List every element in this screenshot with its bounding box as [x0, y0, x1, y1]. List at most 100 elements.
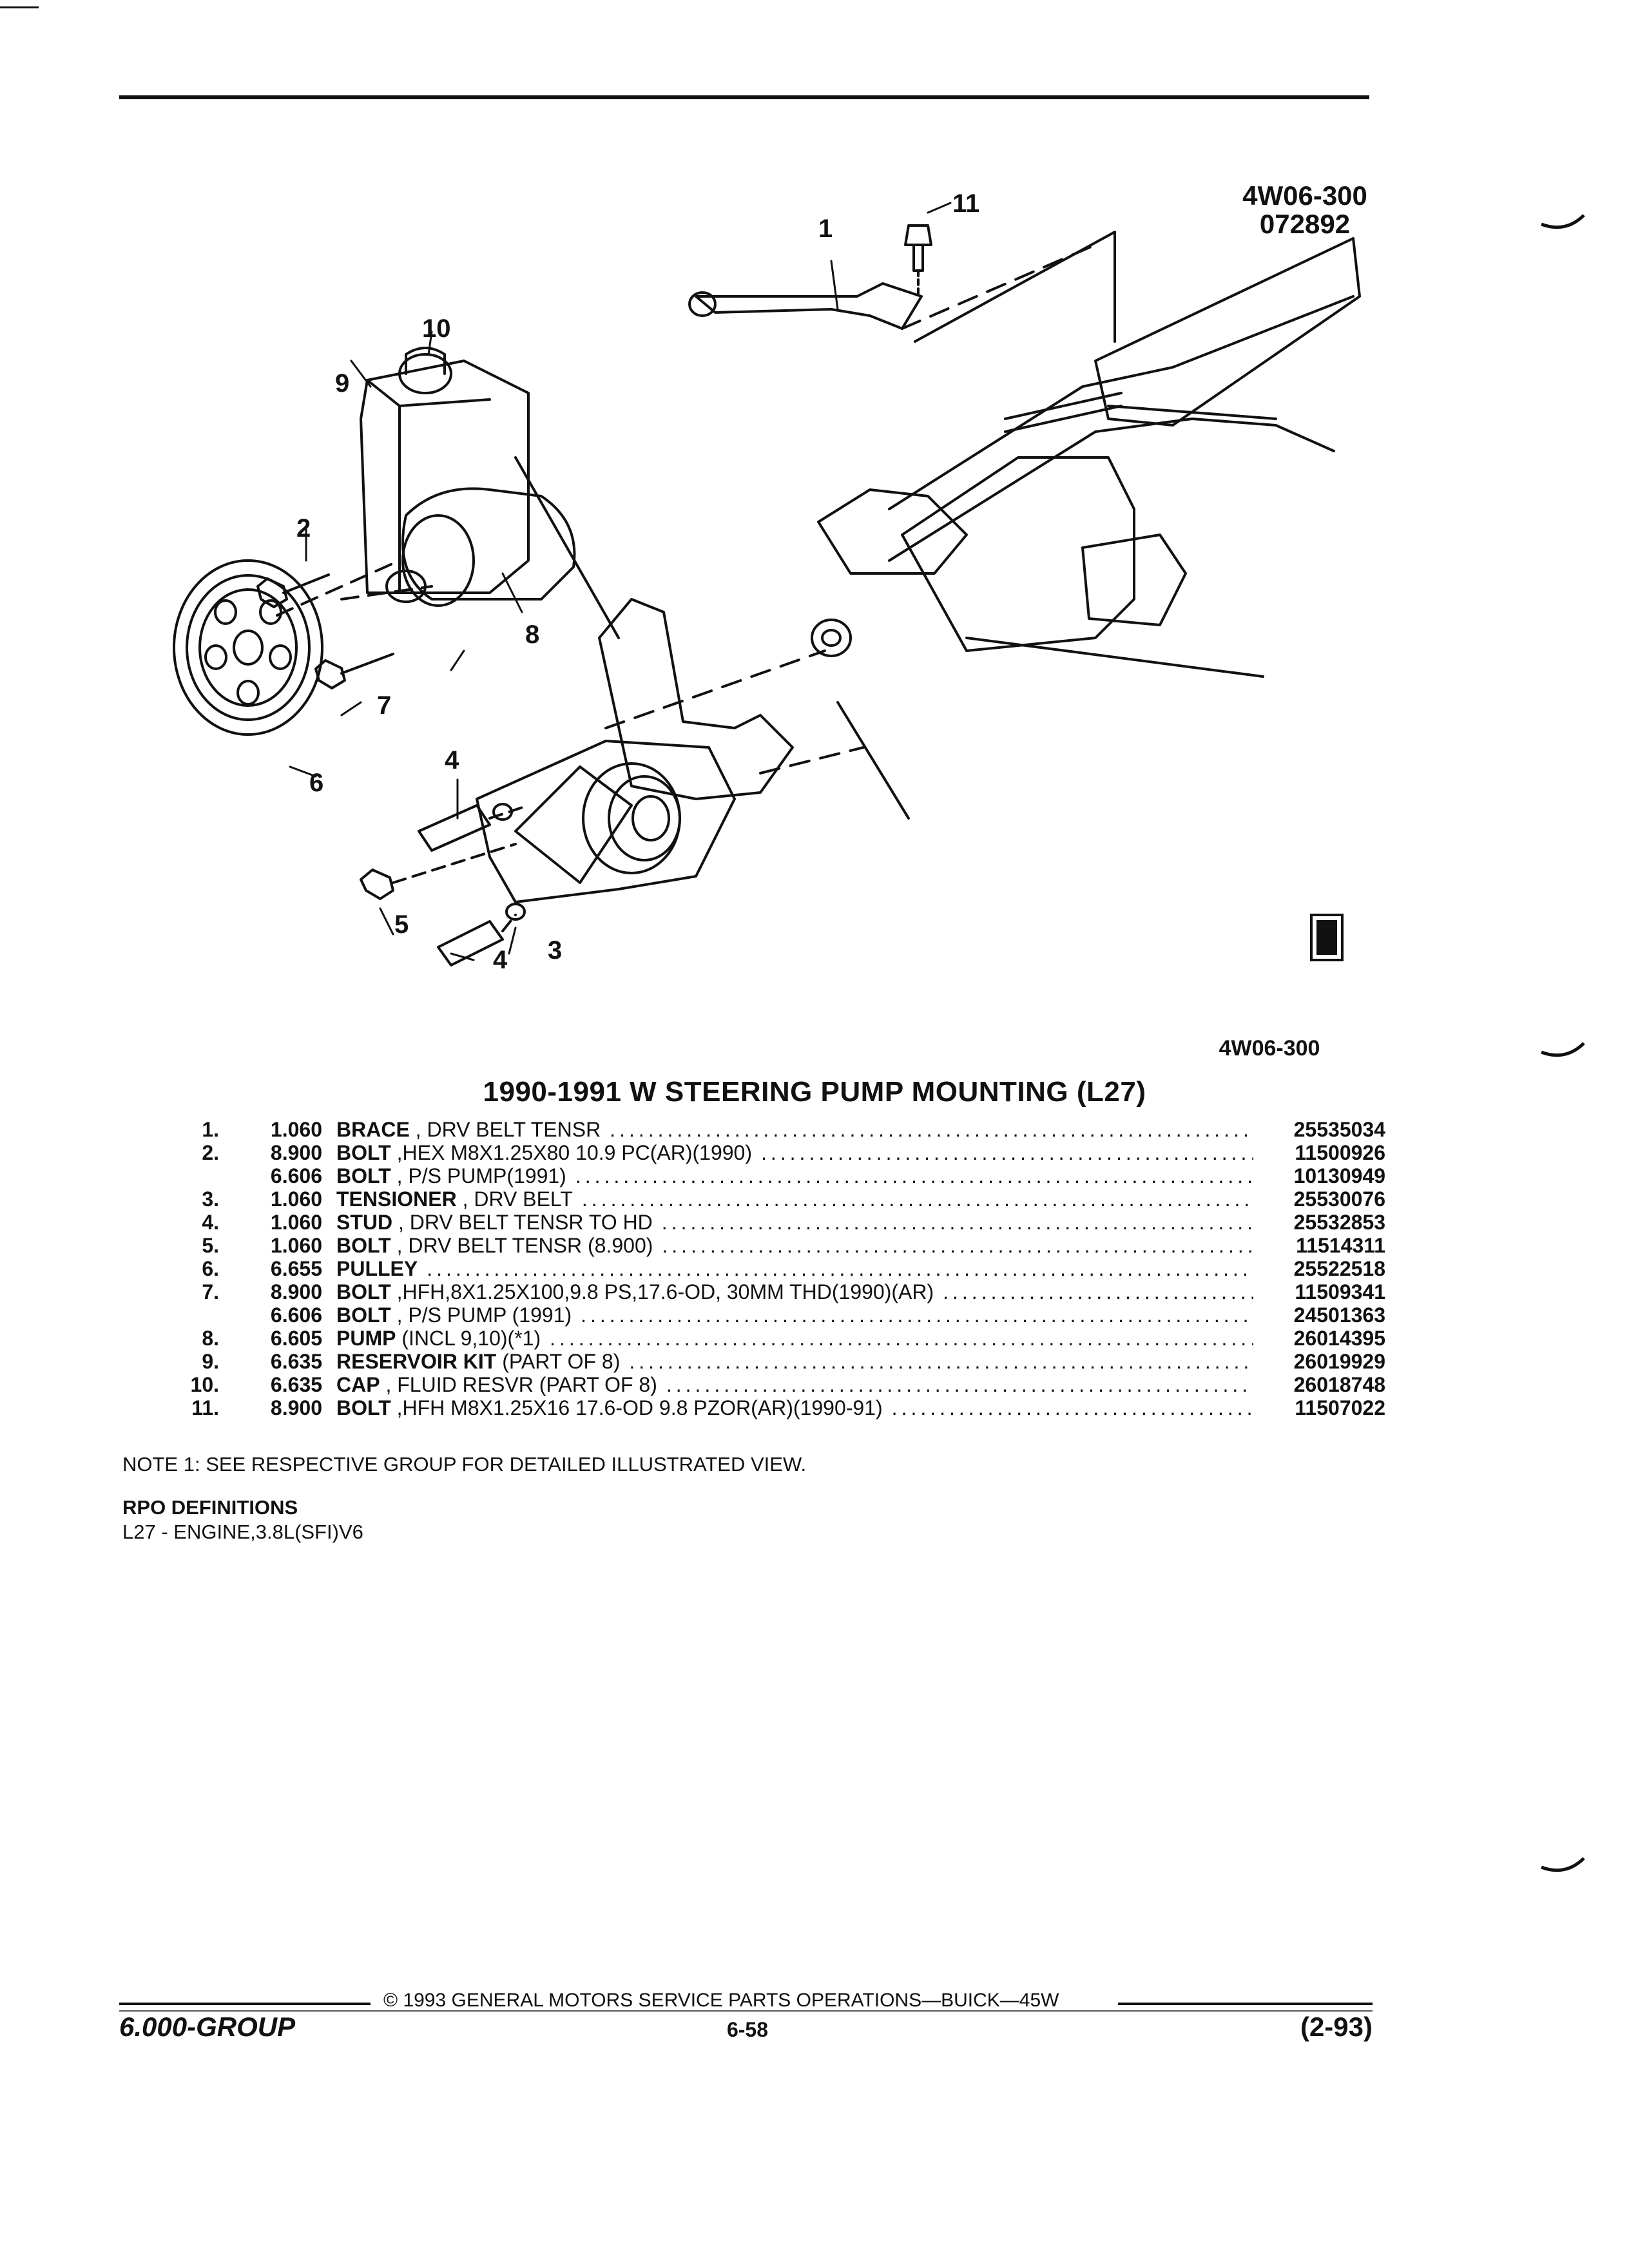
- part-description: , DRV BELT TENSR TO HD: [392, 1210, 653, 1234]
- part-description: , DRV BELT TENSR: [409, 1117, 601, 1141]
- parts-row: 9. 6.635 RESERVOIR KIT (PART OF 8) 26019…: [161, 1350, 1385, 1373]
- figure-ref-top: 4W06-300 072892: [1211, 181, 1398, 238]
- item-number: 1.: [202, 1117, 219, 1141]
- part-number: 24501363: [1293, 1303, 1385, 1327]
- group-number: 1.060: [270, 1187, 322, 1211]
- part-number: 25530076: [1293, 1187, 1385, 1211]
- part-name: BRACE: [336, 1117, 410, 1141]
- engine-rail: [888, 295, 1354, 510]
- part-name: BOLT: [336, 1140, 391, 1164]
- rpo-definition: L27 - ENGINE,3.8L(SFI)V6: [122, 1521, 363, 1543]
- parts-row: 11. 8.900 BOLT ,HFH M8X1.25X16 17.6-OD 9…: [161, 1396, 1385, 1419]
- engine-lower-line: [965, 637, 1264, 678]
- group-number: 6.606: [270, 1164, 322, 1187]
- item-number: 11.: [191, 1396, 219, 1419]
- part-description: ,HEX M8X1.25X80 10.9 PC(AR)(1990): [390, 1140, 752, 1164]
- part-description: (PART OF 8): [496, 1349, 621, 1373]
- pump-part-8: [401, 487, 576, 601]
- rpo-heading: RPO DEFINITIONS: [122, 1496, 298, 1519]
- part-number: 11509341: [1295, 1280, 1385, 1303]
- part-name: STUD: [336, 1210, 393, 1234]
- part-description: ,HFH,8X1.25X100,9.8 PS,17.6-OD, 30MM THD…: [390, 1280, 934, 1303]
- bolt-7: [314, 653, 394, 689]
- callout-4-upper: 4: [445, 746, 459, 774]
- parts-row: 6. 6.655 PULLEY 25522518: [161, 1257, 1385, 1280]
- leader-lines: [289, 202, 952, 961]
- part-description: ,HFH M8X1.25X16 17.6-OD 9.8 PZOR(AR)(199…: [390, 1396, 883, 1419]
- group-number: 8.900: [270, 1140, 322, 1164]
- group-number: 1.060: [270, 1233, 322, 1257]
- footer-revision: (2-93): [1300, 2012, 1373, 2042]
- item-number: 9.: [202, 1349, 219, 1373]
- part-number: 26018748: [1293, 1372, 1385, 1396]
- bolt-5: [360, 869, 394, 900]
- parts-row: 10. 6.635 CAP , FLUID RESVR (PART OF 8) …: [161, 1373, 1385, 1396]
- callout-7: 7: [377, 691, 392, 720]
- part-name: BOLT: [336, 1233, 391, 1257]
- part-number: 10130949: [1293, 1164, 1385, 1187]
- footer-copyright: © 1993 GENERAL MOTORS SERVICE PARTS OPER…: [383, 1990, 1059, 2011]
- group-number: 1.060: [270, 1117, 322, 1141]
- engine-rail-lower: [888, 418, 1335, 562]
- part-number: 11500926: [1295, 1140, 1385, 1164]
- parts-row: 2. 8.900 BOLT ,HEX M8X1.25X80 10.9 PC(AR…: [161, 1141, 1385, 1164]
- item-number: 5.: [202, 1233, 219, 1257]
- item-number: 6.: [202, 1256, 219, 1280]
- cap-part-10: [405, 347, 446, 375]
- part-description: , DRV BELT TENSR (8.900): [390, 1233, 653, 1257]
- section-title: 1990-1991 W STEERING PUMP MOUNTING (L27): [483, 1076, 1146, 1108]
- part-number: 25532853: [1293, 1210, 1385, 1234]
- part-description: , DRV BELT: [456, 1187, 573, 1211]
- part-description: , P/S PUMP (1991): [390, 1303, 572, 1327]
- item-number: 8.: [202, 1326, 219, 1350]
- part-name: TENSIONER: [336, 1187, 457, 1211]
- gm-spo-badge: [1310, 914, 1344, 961]
- stud-4-upper: [418, 804, 491, 852]
- edge-mark: [1541, 1042, 1585, 1057]
- bolt-11: [904, 224, 932, 272]
- engine-block: [1094, 237, 1361, 427]
- engine-conn: [1081, 533, 1187, 626]
- brace-vert: [914, 231, 1116, 343]
- part-description: , FLUID RESVR (PART OF 8): [380, 1372, 657, 1396]
- figure-ref-bottom: 4W06-300: [1219, 1036, 1320, 1061]
- part-name: PUMP: [336, 1326, 396, 1350]
- callout-3: 3: [548, 936, 563, 965]
- footer-rule-left: [119, 2003, 371, 2005]
- parts-row: 4. 1.060 STUD , DRV BELT TENSR TO HD 255…: [161, 1211, 1385, 1234]
- header-rule: [119, 95, 1369, 99]
- part-name: BOLT: [336, 1396, 391, 1419]
- callout-2: 2: [296, 514, 311, 543]
- callout-5: 5: [394, 910, 409, 939]
- parts-row: 8. 6.605 PUMP (INCL 9,10)(*1) 26014395: [161, 1327, 1385, 1350]
- part-name: PULLEY: [336, 1256, 418, 1280]
- group-number: 8.900: [270, 1280, 322, 1303]
- part-number: 25522518: [1293, 1256, 1385, 1280]
- part-name: BOLT: [336, 1164, 391, 1187]
- exploded-diagram: [173, 202, 1361, 966]
- part-name: BOLT: [336, 1280, 391, 1303]
- callout-8: 8: [525, 620, 540, 649]
- callout-11: 11: [952, 189, 980, 218]
- item-number: 7.: [202, 1280, 219, 1303]
- tensioner-bracket: [476, 740, 736, 903]
- part-number: 26014395: [1293, 1326, 1385, 1350]
- footer-page-number: 6-58: [726, 2018, 769, 2041]
- item-number: 4.: [202, 1210, 219, 1234]
- footer-rule-right: [1118, 2003, 1373, 2005]
- gm-spo-badge-label: gm spo: [1315, 966, 1332, 972]
- footnote: NOTE 1: SEE RESPECTIVE GROUP FOR DETAILE…: [122, 1453, 807, 1475]
- engine-pipe: [1004, 392, 1123, 433]
- parts-row: 7. 8.900 BOLT ,HFH,8X1.25X100,9.8 PS,17.…: [161, 1280, 1385, 1303]
- parts-row: 5. 1.060 BOLT , DRV BELT TENSR (8.900) 1…: [161, 1234, 1385, 1257]
- engine-housing: [817, 488, 968, 575]
- part-number: 11507022: [1295, 1396, 1385, 1419]
- footer-rule-underline: [119, 2010, 1373, 2012]
- group-number: 6.635: [270, 1349, 322, 1373]
- stud-4-lower: [437, 920, 504, 966]
- item-number: 3.: [202, 1187, 219, 1211]
- part-number: 11514311: [1296, 1233, 1385, 1257]
- parts-row: 1. 1.060 BRACE , DRV BELT TENSR 25535034: [161, 1118, 1385, 1141]
- edge-mark: [1541, 1857, 1585, 1872]
- brace-part-1: [695, 282, 923, 330]
